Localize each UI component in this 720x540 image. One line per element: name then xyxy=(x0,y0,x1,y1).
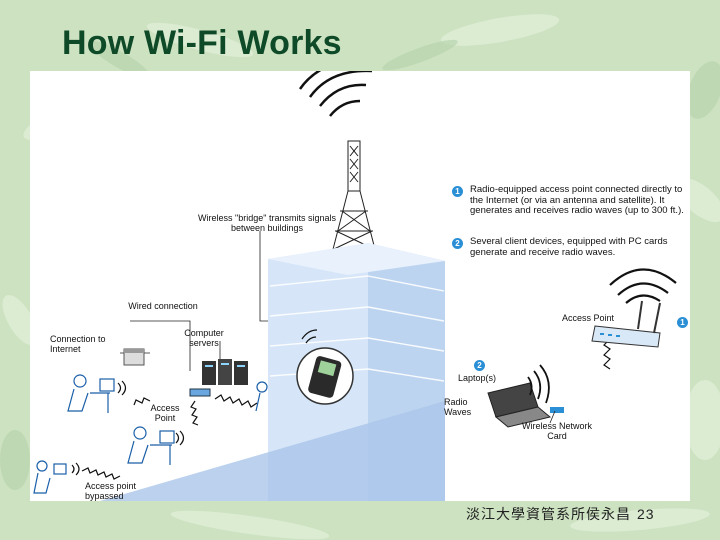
users-at-desks xyxy=(33,374,268,494)
slide-title: How Wi-Fi Works xyxy=(62,24,342,62)
label-connection-to-internet: Connection to Internet xyxy=(50,334,106,354)
laptop-device xyxy=(487,382,564,428)
label-computer-servers: Computer servers xyxy=(184,328,224,348)
slide-footer: 淡江大學資管系所侯永昌 23 xyxy=(466,504,655,524)
right-access-point-device xyxy=(591,300,661,348)
pda-device xyxy=(296,347,354,405)
label-wireless-bridge: Wireless "bridge" transmits signals betw… xyxy=(198,213,336,233)
note-2-text: Several client devices, equipped with PC… xyxy=(470,236,668,258)
access-point-radio-waves xyxy=(609,268,677,304)
marker-laptop: 2 xyxy=(474,360,485,371)
office-building xyxy=(100,243,445,501)
label-radio-waves: Radio Waves xyxy=(444,397,472,417)
label-wireless-network-card: Wireless Network Card xyxy=(522,421,593,441)
note-1-text: Radio-equipped access point connected di… xyxy=(470,184,684,216)
laptop-radio-waves xyxy=(527,364,550,404)
label-laptops: Laptop(s) xyxy=(458,373,497,383)
note-1-number: 1 xyxy=(452,186,463,197)
tower-radio-waves xyxy=(298,71,372,117)
label-access-point-left: Access Point xyxy=(150,403,180,423)
marker-access-point: 1 xyxy=(677,317,688,328)
page-number: 23 xyxy=(637,506,655,522)
internet-modem xyxy=(123,348,145,366)
radio-tower xyxy=(329,140,379,262)
label-wired-connection: Wired connection xyxy=(128,301,198,311)
label-access-point-right: Access Point xyxy=(562,313,615,323)
computer-servers xyxy=(202,359,248,385)
footer-author: 淡江大學資管系所侯永昌 xyxy=(466,507,631,523)
wifi-diagram-illustration xyxy=(33,71,677,501)
left-access-point-device xyxy=(189,388,211,397)
note-2-number: 2 xyxy=(452,238,463,249)
diagram-panel: Wireless "bridge" transmits signals betw… xyxy=(30,71,690,501)
label-access-point-bypassed: Access point bypassed xyxy=(85,481,137,501)
